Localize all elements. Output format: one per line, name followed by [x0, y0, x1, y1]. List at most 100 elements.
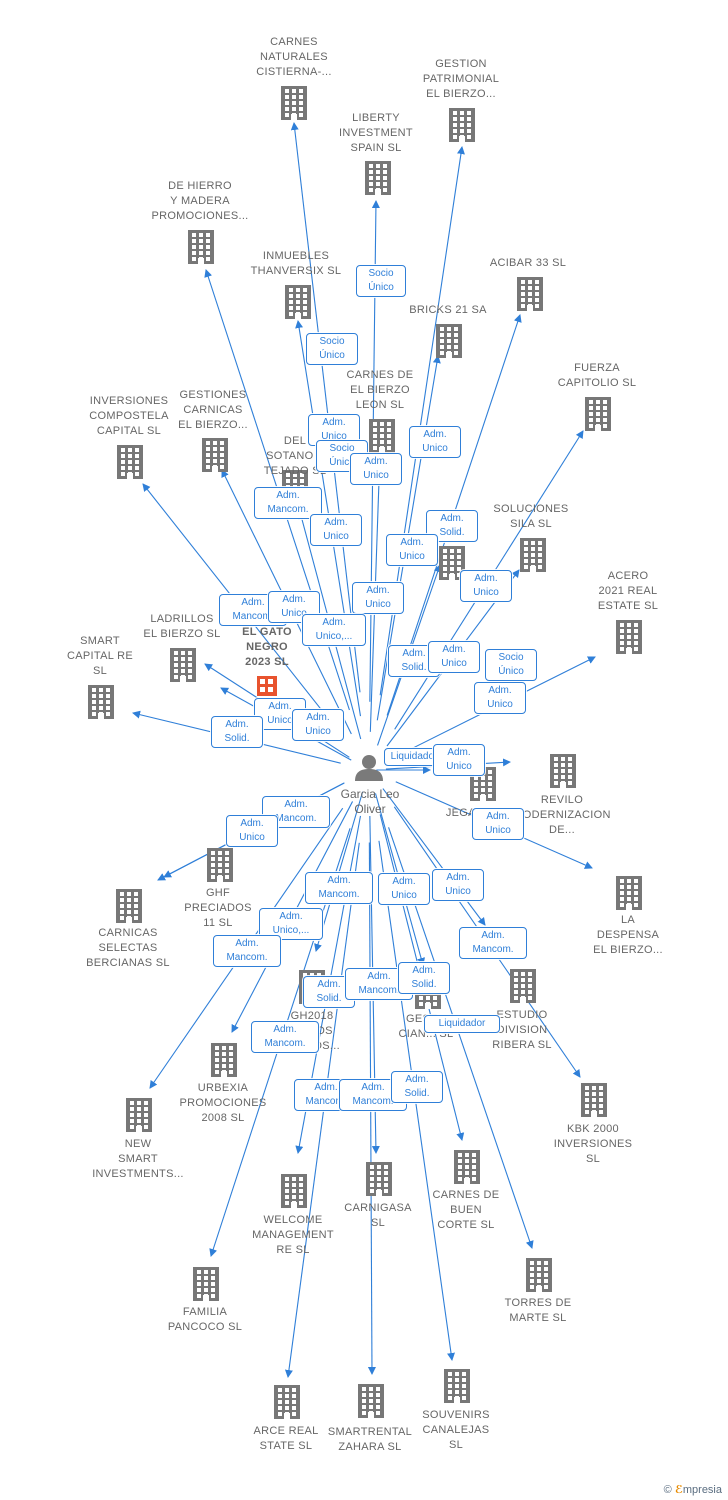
company-building-icon[interactable]	[281, 1174, 307, 1208]
company-label[interactable]: INMUEBLES THANVERSIX SL	[250, 250, 342, 277]
company-label[interactable]: SMART CAPITAL RE SL	[67, 635, 133, 677]
company-label[interactable]: ESTUDIO DIVISION RIBERA SL	[492, 1009, 552, 1051]
relation-role-label: Adm. Unico	[460, 570, 512, 602]
relation-edge	[314, 791, 364, 952]
company-building-icon[interactable]	[550, 754, 576, 788]
company-label[interactable]: GESTIONES CARNICAS EL BIERZO...	[178, 389, 248, 431]
company-label[interactable]: ARCE REAL STATE SL	[253, 1425, 319, 1452]
company-label[interactable]: INVERSIONES COMPOSTELA CAPITAL SL	[89, 395, 169, 437]
company-label[interactable]: FAMILIA PANCOCO SL	[167, 1306, 243, 1333]
company-building-icon[interactable]	[193, 1267, 219, 1301]
relation-role-label: Adm. Mancom.	[213, 935, 281, 967]
company-building-icon[interactable]	[116, 889, 142, 923]
relation-role-label: Adm. Mancom.	[254, 487, 322, 519]
company-building-icon[interactable]	[436, 324, 462, 358]
company-label[interactable]: URBEXIA PROMOCIONES 2008 SL	[179, 1082, 267, 1124]
relation-role-label: Adm. Unico	[432, 869, 484, 901]
company-label[interactable]: CARNES DE EL BIERZO LEON SL	[346, 369, 414, 411]
company-label[interactable]: LADRILLOS EL BIERZO SL	[143, 613, 221, 640]
relation-role-label: Adm. Unico	[386, 534, 438, 566]
company-label[interactable]: WELCOME MANAGEMENT RE SL	[252, 1214, 334, 1256]
company-label[interactable]: CARNICAS SELECTAS BERCIANAS SL	[86, 927, 170, 969]
company-label[interactable]: EL GATO NEGRO 2023 SL	[242, 626, 292, 668]
relation-role-label: Adm. Solid.	[211, 716, 263, 748]
company-building-icon[interactable]	[274, 1385, 300, 1419]
company-building-icon[interactable]	[170, 648, 196, 682]
company-building-icon[interactable]	[616, 620, 642, 654]
relation-role-label: Adm. Unico	[352, 582, 404, 614]
company-label[interactable]: CARNES DE BUEN CORTE SL	[432, 1189, 500, 1231]
company-label[interactable]: ACERO 2021 REAL ESTATE SL	[597, 570, 659, 612]
relation-role-label: Adm. Mancom.	[459, 927, 527, 959]
company-building-icon[interactable]	[439, 546, 465, 580]
company-building-icon[interactable]	[585, 397, 611, 431]
company-label[interactable]: REVILO MODERNIZACION DE...	[513, 794, 611, 836]
company-building-icon[interactable]	[369, 419, 395, 453]
relation-role-label: Adm. Unico	[474, 682, 526, 714]
company-label[interactable]: NEW SMART INVESTMENTS...	[92, 1138, 184, 1180]
company-building-icon[interactable]	[117, 445, 143, 479]
relation-role-label: Adm. Unico,...	[302, 614, 366, 646]
center-person-name[interactable]: Garcia Leo Oliver	[340, 787, 400, 816]
relation-edge	[290, 122, 361, 693]
company-label[interactable]: TORRES DE MARTE SL	[504, 1297, 572, 1324]
company-building-icon[interactable]	[616, 876, 642, 910]
company-label[interactable]: BRICKS 21 SA	[409, 304, 487, 316]
company-building-icon[interactable]	[202, 438, 228, 472]
empresia-logo-e: ℰ	[674, 1484, 683, 1496]
relation-role-label: Adm. Solid.	[426, 510, 478, 542]
company-label[interactable]: CARNIGASA SL	[344, 1202, 412, 1229]
company-building-icon-highlight[interactable]	[257, 676, 277, 696]
company-building-icon[interactable]	[449, 108, 475, 142]
relation-role-label: Adm. Unico	[428, 641, 480, 673]
company-label[interactable]: SOLUCIONES SILA SL	[493, 503, 569, 530]
person-icon	[355, 755, 383, 781]
company-building-icon[interactable]	[126, 1098, 152, 1132]
relation-role-label: Adm. Mancom.	[251, 1021, 319, 1053]
company-building-icon[interactable]	[207, 848, 233, 882]
empresia-watermark: © ℰmpresia	[664, 1483, 722, 1496]
relation-role-label: Adm. Solid.	[398, 962, 450, 994]
company-label[interactable]: SOUVENIRS CANALEJAS SL	[422, 1409, 490, 1451]
company-building-icon[interactable]	[526, 1258, 552, 1292]
company-building-icon[interactable]	[88, 685, 114, 719]
company-building-icon[interactable]	[365, 161, 391, 195]
company-label[interactable]: LA DESPENSA EL BIERZO...	[593, 914, 663, 956]
company-label[interactable]: GESTION PATRIMONIAL EL BIERZO...	[422, 58, 500, 100]
empresia-brand: mpresia	[682, 1484, 722, 1496]
company-building-icon[interactable]	[517, 277, 543, 311]
company-building-icon[interactable]	[454, 1150, 480, 1184]
company-building-icon[interactable]	[188, 230, 214, 264]
relation-role-label: Adm. Unico	[378, 873, 430, 905]
company-building-icon[interactable]	[358, 1384, 384, 1418]
company-building-icon[interactable]	[285, 285, 311, 319]
company-label[interactable]: KBK 2000 INVERSIONES SL	[553, 1123, 633, 1165]
relation-role-label: Adm. Mancom.	[305, 872, 373, 904]
company-building-icon[interactable]	[211, 1043, 237, 1077]
relation-role-label: Adm. Unico	[350, 453, 402, 485]
relation-role-label: Adm. Unico	[409, 426, 461, 458]
relation-edge	[382, 788, 486, 926]
company-building-icon[interactable]	[281, 86, 307, 120]
company-label[interactable]: CARNES NATURALES CISTIERNA-...	[256, 36, 332, 78]
company-label[interactable]: GHF PRECIADOS 11 SL	[184, 887, 252, 929]
relation-role-label: Socio Único	[306, 333, 358, 365]
company-label[interactable]: ACIBAR 33 SL	[489, 257, 567, 269]
relation-role-label: Adm. Unico	[292, 709, 344, 741]
relation-role-label: Liquidador	[424, 1015, 500, 1033]
company-label[interactable]: DE HIERRO Y MADERA PROMOCIONES...	[151, 180, 249, 222]
relation-role-label: Adm. Solid.	[391, 1071, 443, 1103]
company-label[interactable]: SMARTRENTAL ZAHARA SL	[327, 1426, 413, 1453]
relation-role-label: Adm. Unico	[433, 744, 485, 776]
relation-role-label: Adm. Unico,...	[259, 908, 323, 940]
company-building-icon[interactable]	[520, 538, 546, 572]
company-building-icon[interactable]	[366, 1162, 392, 1196]
relation-role-label: Adm. Unico	[472, 808, 524, 840]
company-building-icon[interactable]	[510, 969, 536, 1003]
company-label[interactable]: FUERZA CAPITOLIO SL	[557, 362, 637, 389]
relation-role-label: Socio Único	[356, 265, 406, 297]
company-building-icon[interactable]	[581, 1083, 607, 1117]
company-label[interactable]: LIBERTY INVESTMENT SPAIN SL	[339, 112, 413, 154]
company-building-icon[interactable]	[444, 1369, 470, 1403]
